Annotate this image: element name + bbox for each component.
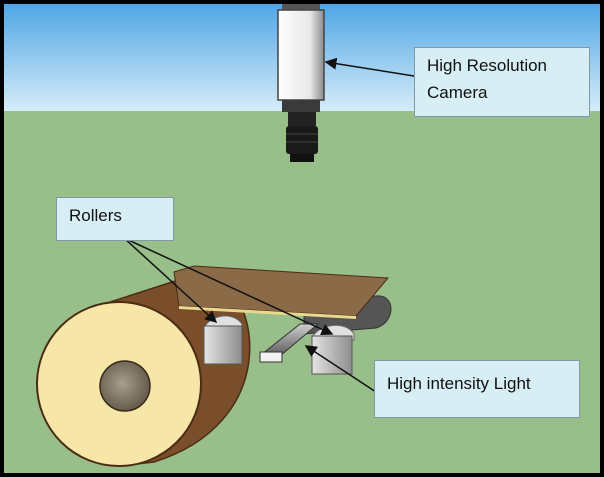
camera-label: High Resolution Camera — [414, 47, 590, 117]
wood-sheet-edge — [179, 306, 356, 319]
light-label-text: High intensity Light — [387, 374, 531, 393]
rollers-leader-line-left — [123, 237, 218, 324]
light-leader-line — [304, 345, 377, 393]
log-core — [99, 360, 151, 412]
camera — [277, 4, 325, 162]
roller-left — [203, 315, 243, 365]
camera-label-line1: High Resolution — [427, 56, 548, 75]
wood-sheet — [173, 265, 390, 317]
rollers-leader-line-right — [123, 237, 334, 336]
rollers-label: Rollers — [56, 197, 174, 241]
light-bar — [259, 323, 320, 363]
camera-label-line2: Camera — [427, 83, 488, 102]
camera-leader-line — [324, 57, 415, 77]
rollers-label-text: Rollers — [69, 206, 122, 225]
inspection-scene — [4, 4, 600, 473]
light-label: High intensity Light — [374, 360, 580, 418]
diagram-frame: High Resolution Camera Rollers High inte… — [4, 4, 600, 473]
roller-right — [311, 324, 355, 375]
